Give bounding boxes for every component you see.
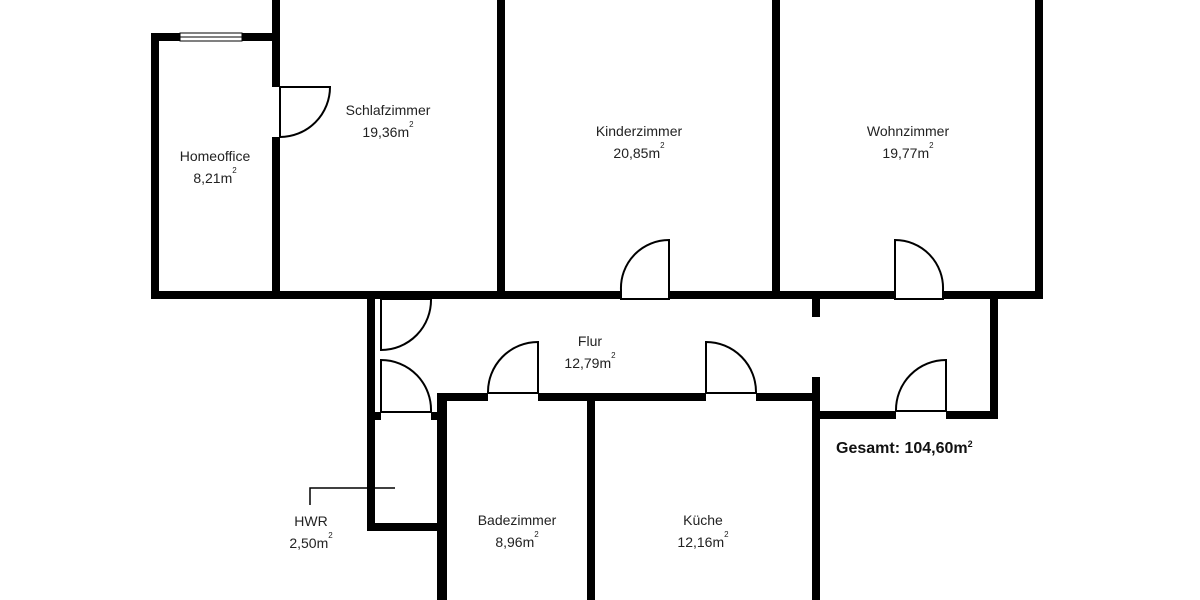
room-area: 12,79m2 (564, 351, 616, 372)
room-area: 19,36m2 (362, 120, 414, 141)
room-label-hwr: HWR 2,50m2 (289, 510, 332, 554)
room-name: Schlafzimmer (345, 102, 431, 118)
room-area: 2,50m2 (289, 531, 333, 552)
room-label-kinderzimmer: Kinderzimmer 20,85m2 (596, 120, 682, 164)
room-area: 20,85m2 (613, 141, 665, 162)
door-wohnzimmer (894, 238, 945, 300)
room-name: Kinderzimmer (595, 123, 683, 139)
window (179, 32, 243, 42)
door-kinderzimmer (619, 238, 670, 300)
room-label-homeoffice: Homeoffice 8,21m2 (180, 145, 251, 189)
room-name: Badezimmer (477, 512, 557, 528)
room-label-schlafzimmer: Schlafzimmer 19,36m2 (346, 99, 431, 143)
room-label-kueche: Küche 12,16m2 (677, 509, 728, 553)
door-kueche (705, 340, 758, 394)
room-label-wohnzimmer: Wohnzimmer 19,77m2 (867, 120, 949, 164)
door-schlafzimmer (279, 86, 332, 139)
room-area: 19,77m2 (882, 141, 934, 162)
room-name: HWR (294, 513, 328, 529)
doors (279, 86, 947, 413)
room-area: 8,21m2 (193, 166, 237, 187)
room-name: Küche (683, 512, 723, 528)
room-name: Homeoffice (179, 148, 251, 164)
door-badezimmer (486, 340, 539, 394)
hwr-leader-line (309, 487, 395, 505)
total-area: Gesamt: 104,60m2 (836, 439, 973, 458)
door-hwr (380, 358, 433, 413)
room-label-badezimmer: Badezimmer 8,96m2 (478, 509, 557, 553)
walls (151, 0, 1043, 600)
door-flur-upper (380, 298, 433, 352)
room-area: 8,96m2 (495, 530, 539, 551)
room-area: 12,16m2 (677, 530, 729, 551)
door-entry (894, 358, 947, 412)
room-name: Flur (577, 333, 603, 349)
room-name: Wohnzimmer (866, 123, 950, 139)
room-label-flur: Flur 12,79m2 (564, 330, 615, 374)
